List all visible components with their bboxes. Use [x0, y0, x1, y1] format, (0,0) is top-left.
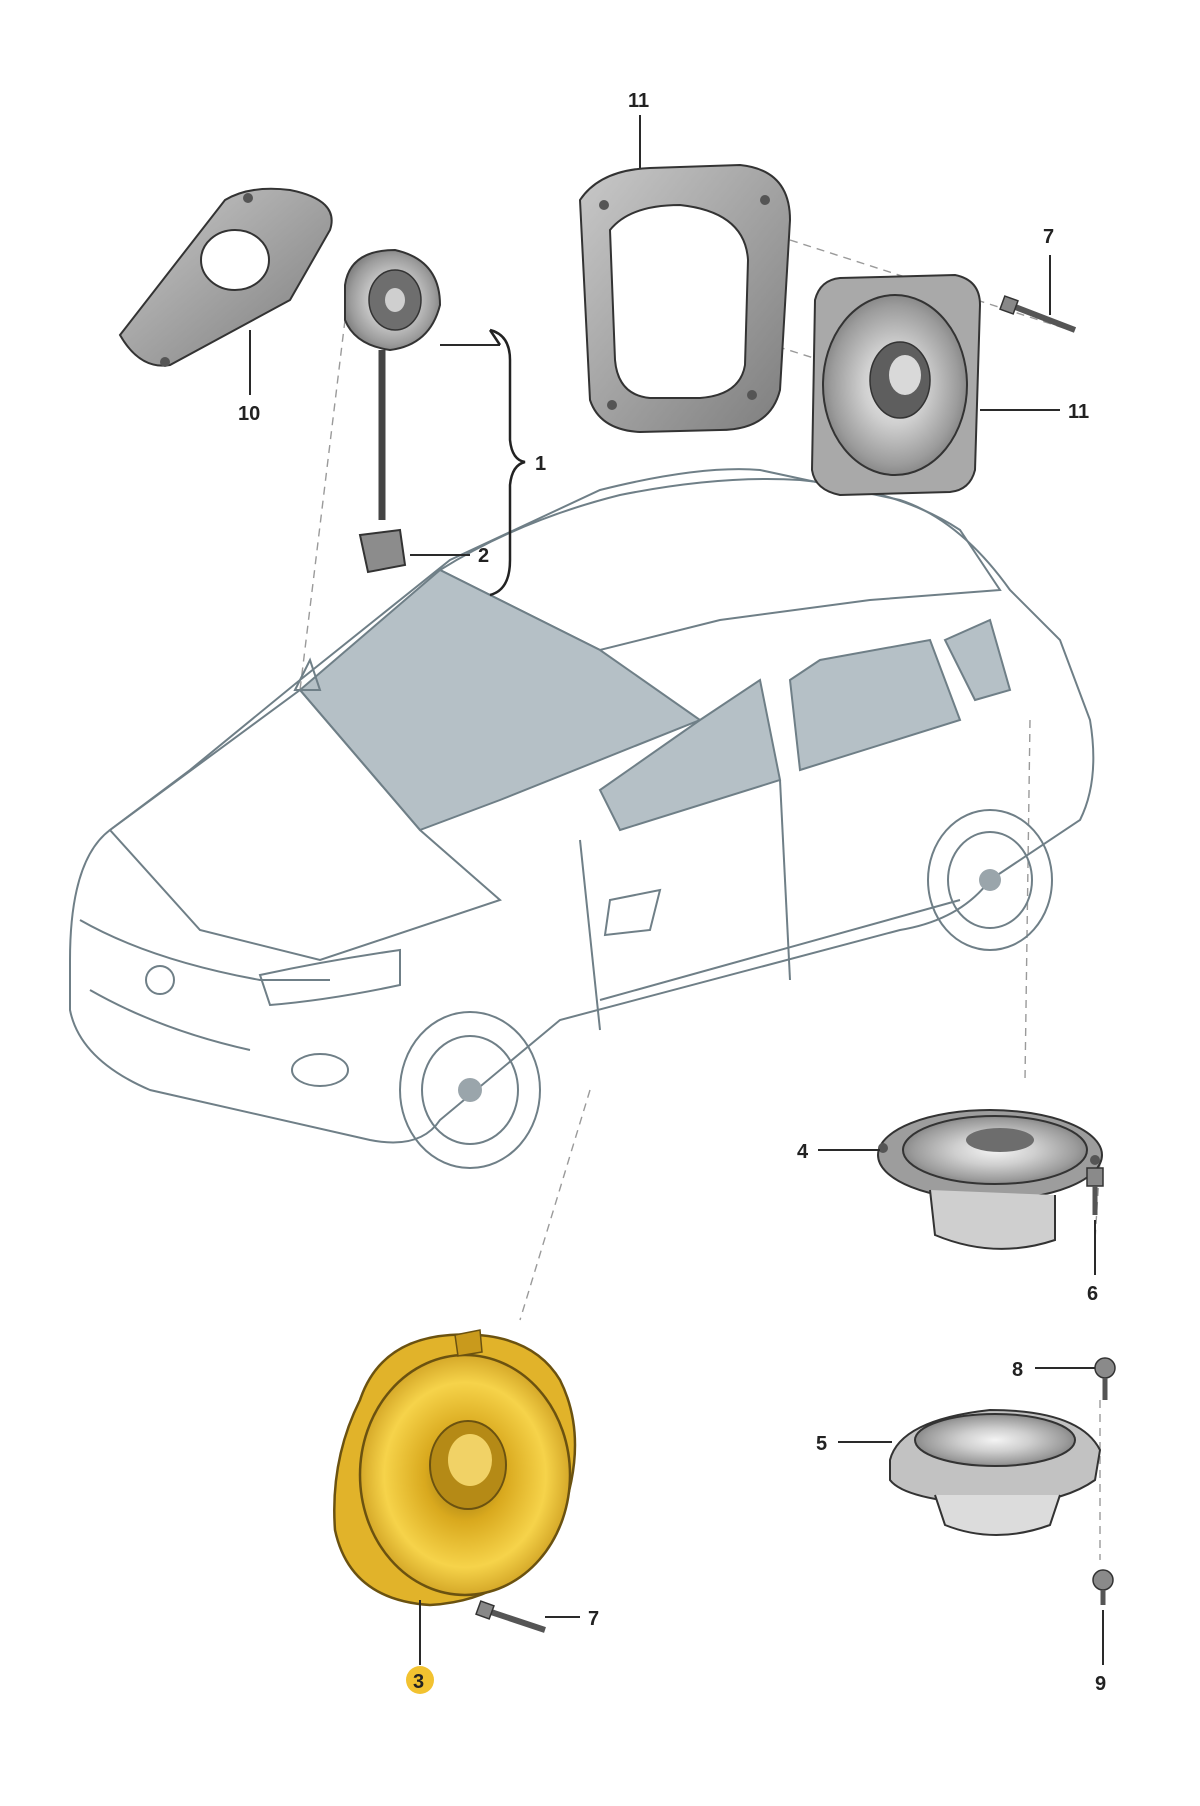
callout-9: 9	[1095, 1673, 1106, 1695]
callout-labels: 11 7 10 11 1 2 4 6 8 5 7 9	[238, 90, 1106, 1695]
rear-wheel	[927, 809, 1053, 951]
callout-3-highlight: 3	[406, 1666, 434, 1694]
callout-5: 5	[816, 1433, 827, 1455]
callout-8: 8	[1012, 1359, 1023, 1381]
callout-1: 1	[535, 453, 546, 475]
part-5-speaker-basket	[838, 1408, 1102, 1536]
callout-6: 6	[1087, 1283, 1098, 1305]
part-1-tweeter	[344, 248, 500, 520]
part-11-speaker-frame	[578, 115, 792, 434]
part-10-tweeter-cover	[118, 187, 333, 395]
part-3-door-speaker	[333, 1329, 577, 1665]
callout-7-bottom: 7	[588, 1608, 599, 1630]
front-wheel	[399, 1011, 541, 1169]
bracket-1	[489, 328, 526, 597]
car-illustration	[69, 468, 1095, 1169]
part-7-screw-bottom	[475, 1600, 580, 1633]
callout-11-top: 11	[628, 90, 649, 112]
callout-2: 2	[478, 545, 489, 567]
part-9-clip-nut	[1092, 1569, 1114, 1665]
part-2-connector	[358, 528, 470, 574]
part-6-bolt	[1086, 1167, 1104, 1275]
callout-4: 4	[797, 1141, 809, 1163]
part-7-screw-top	[999, 255, 1077, 333]
callout-10: 10	[238, 403, 260, 425]
callout-11-right: 11	[1068, 401, 1089, 423]
callout-7-top: 7	[1043, 226, 1054, 248]
part-11-square-speaker	[810, 273, 1060, 497]
part-8-screw	[1035, 1357, 1116, 1400]
part-4-round-speaker	[818, 1109, 1103, 1250]
callout-3: 3	[413, 1671, 424, 1693]
